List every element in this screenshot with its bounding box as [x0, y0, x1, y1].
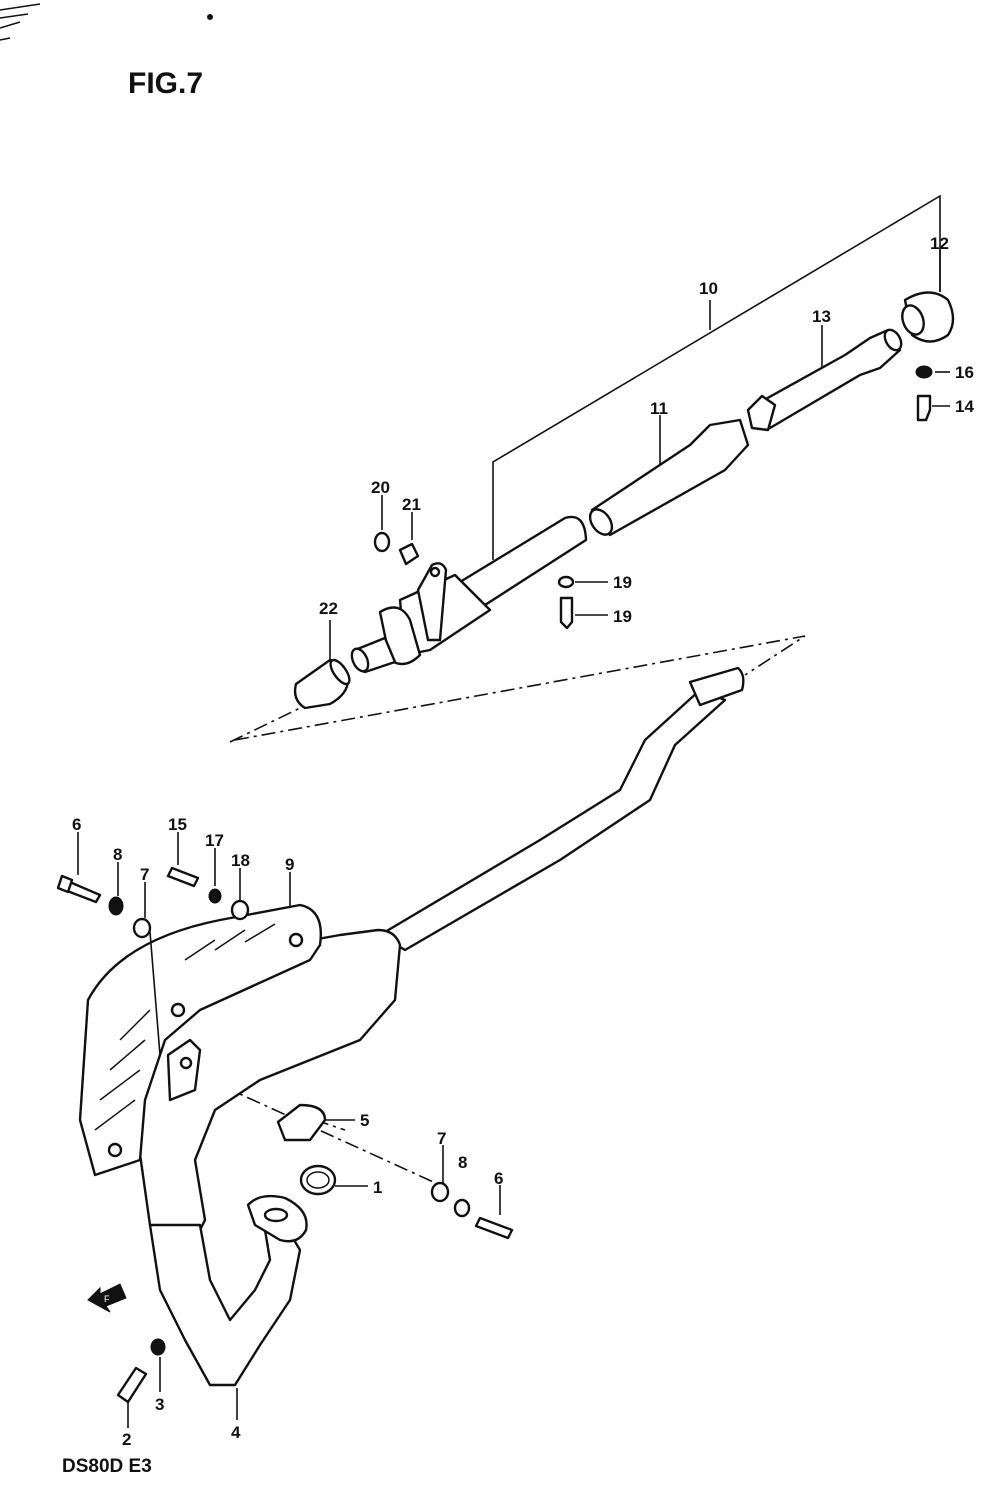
callout-7-right: 7	[437, 1129, 446, 1148]
callout-13: 10	[699, 279, 718, 298]
muffler-assembly	[293, 194, 955, 710]
callout-19-middle: 19	[613, 573, 632, 592]
heat-shield-hardware	[56, 866, 250, 939]
callout-16: 13	[812, 307, 831, 326]
callout-3: 3	[155, 1395, 164, 1414]
leader-lines	[77, 250, 950, 1428]
callout-12: 18	[231, 851, 250, 870]
callout-20: 20	[371, 478, 390, 497]
callout-4: 4	[231, 1423, 241, 1442]
callout-8-left: 8	[113, 845, 122, 864]
callout-2: 2	[122, 1430, 131, 1449]
callout-8-right: 8	[458, 1153, 467, 1172]
callout-17: 14	[955, 397, 974, 416]
chamber-hardware	[276, 1103, 514, 1240]
callout-15: 12	[930, 234, 949, 253]
front-arrow-icon: F	[87, 1283, 127, 1313]
callout-labels: 12 10 13 16 14 11 20 21 19 19 22 6 8 7 1…	[72, 234, 974, 1449]
callout-22: 22	[319, 599, 338, 618]
callout-14: 11	[650, 399, 668, 418]
callout-7-left: 7	[140, 865, 149, 884]
callout-9: 9	[285, 855, 294, 874]
callout-19-right: 16	[955, 363, 974, 382]
callout-11: 17	[205, 831, 224, 850]
callout-10: 15	[168, 815, 187, 834]
figure-title: FIG.7	[128, 67, 203, 100]
model-code: DS80D E3	[62, 1456, 152, 1477]
scan-noise	[0, 3, 213, 41]
callout-21: 21	[402, 495, 421, 514]
callout-6-right: 6	[494, 1169, 503, 1188]
callout-6-left: 6	[72, 815, 81, 834]
callout-18: 19	[613, 607, 632, 626]
callout-1: 1	[373, 1178, 382, 1197]
heat-shield	[78, 903, 322, 1177]
callout-5: 5	[360, 1111, 369, 1130]
expansion-chamber	[116, 666, 745, 1404]
svg-text:F: F	[104, 1294, 110, 1304]
